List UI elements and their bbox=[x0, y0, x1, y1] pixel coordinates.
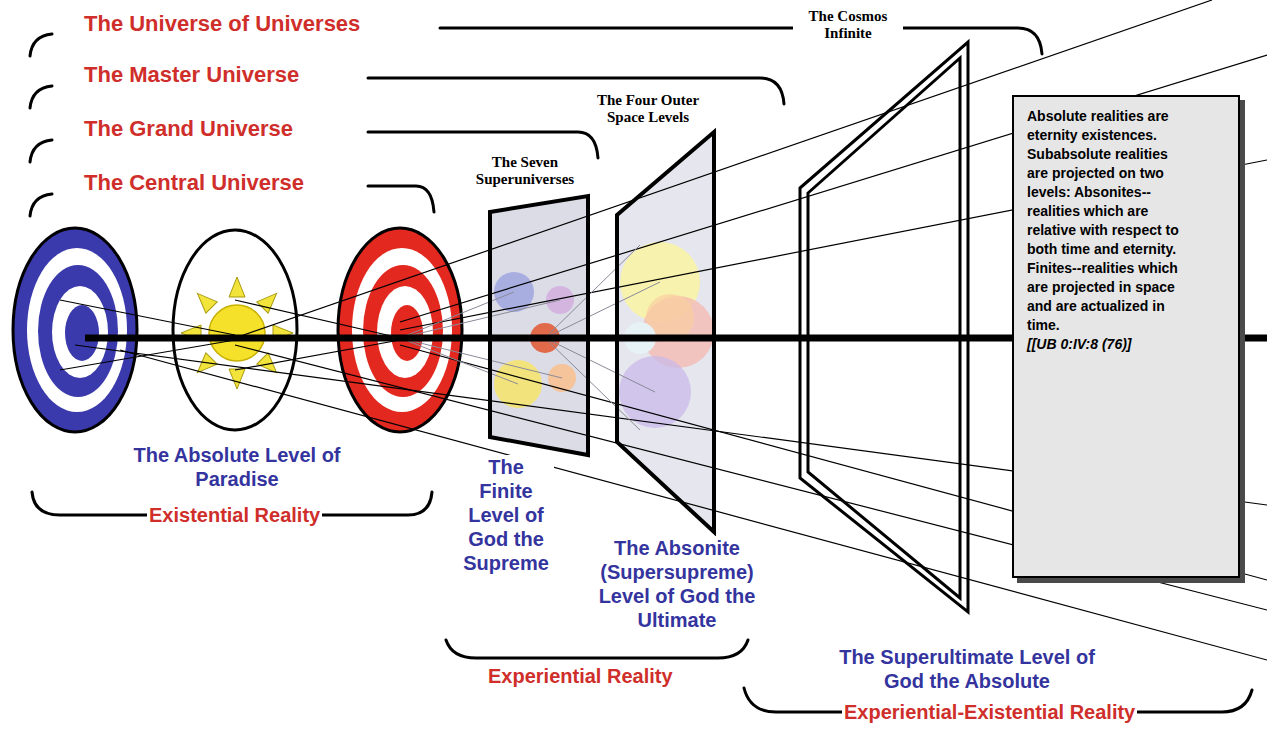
ring bbox=[65, 305, 99, 361]
frame-outline bbox=[455, 154, 600, 459]
sun-ray bbox=[192, 288, 217, 313]
ring bbox=[13, 228, 137, 432]
sun-ray bbox=[229, 277, 245, 297]
ring bbox=[38, 265, 118, 397]
quote-box: Absolute realities are eternity existenc… bbox=[1012, 95, 1240, 578]
bracket-arc bbox=[30, 140, 52, 162]
citation: [[UB 0:IV:8 (76)] bbox=[1027, 335, 1192, 354]
universe-bracket-label: The Universe of Universes bbox=[82, 11, 362, 37]
bracket-arc bbox=[30, 86, 52, 108]
grey-line bbox=[545, 282, 660, 338]
sun-ellipse bbox=[173, 230, 297, 430]
grey-line bbox=[545, 338, 655, 392]
level-label: The Absonite (Supersupreme) Level of God… bbox=[586, 536, 768, 632]
frame-outline bbox=[790, 6, 975, 618]
frame-heading: The Seven Superuniverses bbox=[460, 154, 590, 188]
ring bbox=[391, 305, 423, 361]
sun-ray bbox=[192, 353, 217, 378]
quote-text: Absolute realities are eternity existenc… bbox=[1027, 107, 1192, 335]
level-label: The Absolute Level of Paradise bbox=[115, 443, 359, 491]
fan-lines bbox=[60, 0, 1267, 660]
bracket-line bbox=[368, 186, 434, 212]
bracket-arc bbox=[30, 194, 52, 216]
sun-ray bbox=[229, 369, 245, 389]
grey-line bbox=[400, 338, 562, 378]
frame-border bbox=[617, 132, 714, 532]
sun-disc bbox=[209, 305, 265, 361]
brackets bbox=[30, 28, 1252, 712]
frame-border bbox=[800, 42, 968, 612]
universe-bracket-label: The Grand Universe bbox=[82, 116, 295, 142]
projection-line bbox=[60, 300, 235, 335]
reality-label: Existential Reality bbox=[147, 503, 322, 527]
universe-bracket-label: The Master Universe bbox=[82, 62, 301, 88]
blue-paradise-ellipse bbox=[13, 228, 137, 432]
bracket-line bbox=[368, 78, 784, 104]
frame-heading: The Cosmos Infinite bbox=[793, 8, 903, 42]
outer-space-fill bbox=[617, 132, 714, 532]
frame-border bbox=[490, 196, 588, 455]
grey-line bbox=[545, 245, 640, 338]
bracket-under bbox=[446, 640, 748, 658]
projection-line bbox=[235, 0, 1212, 338]
level-label: The Finite Level of God the Supreme bbox=[458, 455, 554, 575]
ring bbox=[27, 248, 127, 412]
reality-label: Experiential Reality bbox=[486, 664, 675, 688]
frame-heading: The Four Outer Space Levels bbox=[586, 92, 711, 126]
level-label: The Superultimate Level of God the Absol… bbox=[815, 645, 1119, 693]
grey-line bbox=[400, 300, 560, 338]
superuniverse-frame: The Seven Superuniverses bbox=[455, 154, 600, 459]
grey-line bbox=[545, 338, 640, 430]
sun-frame bbox=[173, 230, 297, 430]
cosmos-frame: The Cosmos Infinite bbox=[790, 6, 975, 618]
grey-line bbox=[400, 338, 518, 384]
bracket-arc bbox=[30, 34, 52, 56]
projection-line bbox=[235, 300, 400, 338]
projection-line bbox=[235, 340, 400, 370]
universe-bracket-label: The Central Universe bbox=[82, 170, 306, 196]
superuniverse-fill bbox=[490, 196, 588, 455]
reality-label: Experiential-Existential Reality bbox=[842, 700, 1137, 724]
frame-border bbox=[808, 58, 960, 598]
bracket-line bbox=[440, 28, 1042, 54]
sun-ray bbox=[257, 288, 282, 313]
